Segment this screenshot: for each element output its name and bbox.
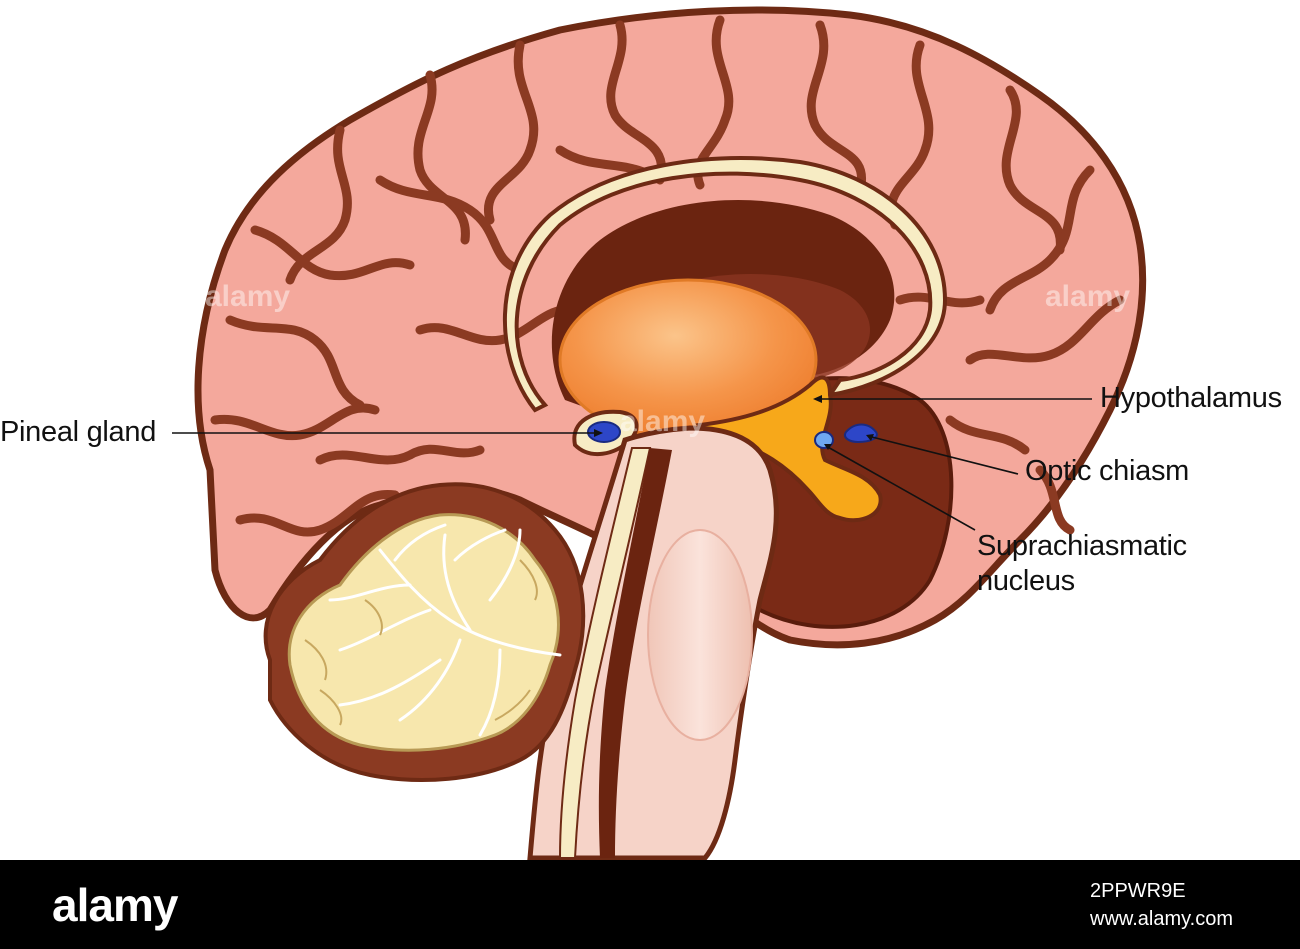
corpus-callosum — [503, 156, 948, 413]
leader-lines — [172, 398, 1092, 531]
pineal-gland-label: Pineal gland — [0, 416, 157, 448]
brainstem-canal — [598, 448, 672, 858]
optic-chiasm-leader — [867, 435, 1019, 475]
image-id: 2PPWR9E — [1090, 880, 1186, 902]
leader-arrowheads — [594, 395, 874, 450]
optic-chiasm-label: Optic chiasm — [1025, 455, 1189, 487]
hypothalamus-label: Hypothalamus — [1100, 382, 1282, 414]
watermark: alamy — [1045, 280, 1131, 313]
cerebellum-folia — [304, 559, 538, 726]
brainstem-cream-band — [558, 447, 652, 859]
scn-leader — [825, 445, 976, 531]
pons — [647, 529, 753, 741]
cerebellum-arbor — [287, 513, 560, 752]
arbor-vitae-branches — [328, 523, 562, 737]
footer-logo: alamy — [52, 879, 178, 931]
pineal-gland-shape — [587, 421, 621, 443]
watermark: alamy — [620, 405, 706, 438]
footer-url: www.alamy.com — [1090, 908, 1233, 930]
cortex-sulci — [210, 15, 1125, 537]
watermark: alamy — [205, 280, 291, 313]
suprachiasmatic-label-line1: Suprachiasmatic — [977, 530, 1187, 562]
hypothalamus-region — [694, 375, 883, 523]
suprachiasmatic-label-line2: nucleus — [977, 565, 1075, 597]
brain-sagittal-diagram — [172, 6, 1147, 860]
footer-bar: alamy 2PPWR9E www.alamy.com — [0, 860, 1300, 949]
